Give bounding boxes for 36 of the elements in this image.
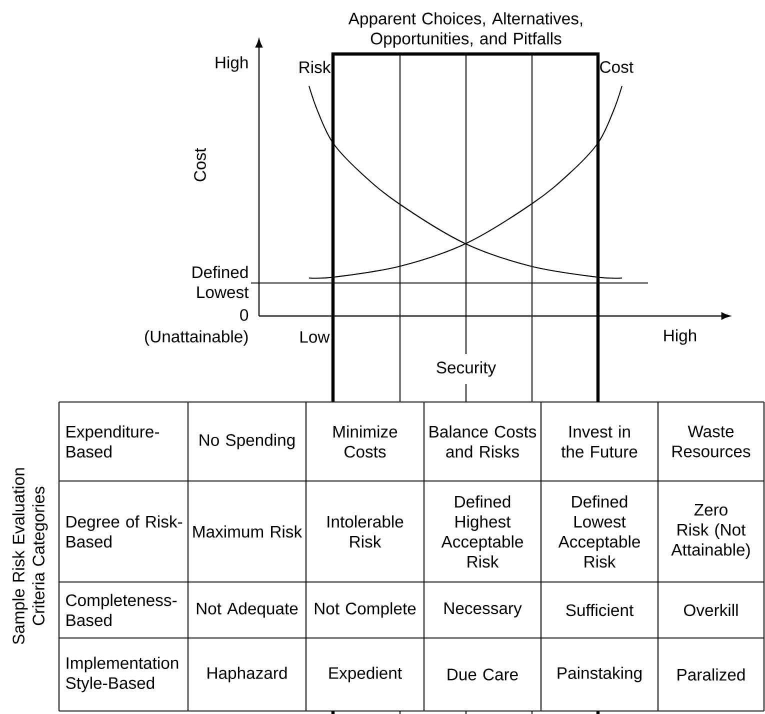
table-cell: No Spending [200, 434, 295, 450]
chart-title: Apparent Choices, Alternatives, Opportunities, and Pitfalls [348, 12, 582, 48]
table-cell: Defined Highest Acceptable Risk [441, 495, 523, 568]
table-cell: Degree of Risk-Based [66, 515, 182, 548]
table-cell: Completeness-Based [66, 594, 177, 626]
table-cell: Not Adequate [196, 602, 298, 618]
table-cell: Haphazard [208, 666, 287, 682]
table-cell: Defined Lowest Acceptable Risk [558, 495, 640, 568]
table-cell: Due Care [448, 668, 518, 680]
axis-label: High [664, 329, 696, 345]
table-cell: Invest in the Future [561, 425, 638, 458]
axis-title: Cost [194, 148, 206, 182]
table-cell: Zero Risk (Not Attainable) [671, 504, 750, 559]
curve-label: Risk [300, 60, 331, 74]
table-cell: Intolerable Risk [328, 515, 404, 548]
table-side-title: Sample Risk Evaluation Criteria Categories [12, 468, 48, 644]
table-cell: Painstaking [558, 666, 642, 682]
axis-label: High [216, 56, 248, 72]
table-cell: Expenditure-Based [66, 425, 160, 458]
table-cell: Sufficient [566, 604, 634, 616]
table-cell: Minimize Costs [334, 425, 398, 458]
axis-label: Defined Lowest [192, 266, 249, 298]
axis-label: (Unattainable) [145, 330, 248, 346]
table-cell: Not Complete [314, 602, 416, 618]
axis-label: Low [300, 331, 330, 343]
table-cell: Maximum Risk [193, 525, 302, 538]
table-cell: Paralized [678, 668, 745, 681]
table-cell: Necessary [444, 602, 522, 618]
axis-title: Security [436, 361, 496, 377]
axis-label: 0 [240, 309, 248, 321]
table-cell: Balance Costs and Risks [430, 425, 536, 458]
curve-label: Cost [600, 61, 634, 73]
table-cell: Expedient [329, 666, 402, 682]
table-cell: Overkill [684, 604, 738, 616]
table-cell: Implementation Style-Based [66, 656, 178, 692]
table-cell: Waste Resources [672, 426, 750, 458]
